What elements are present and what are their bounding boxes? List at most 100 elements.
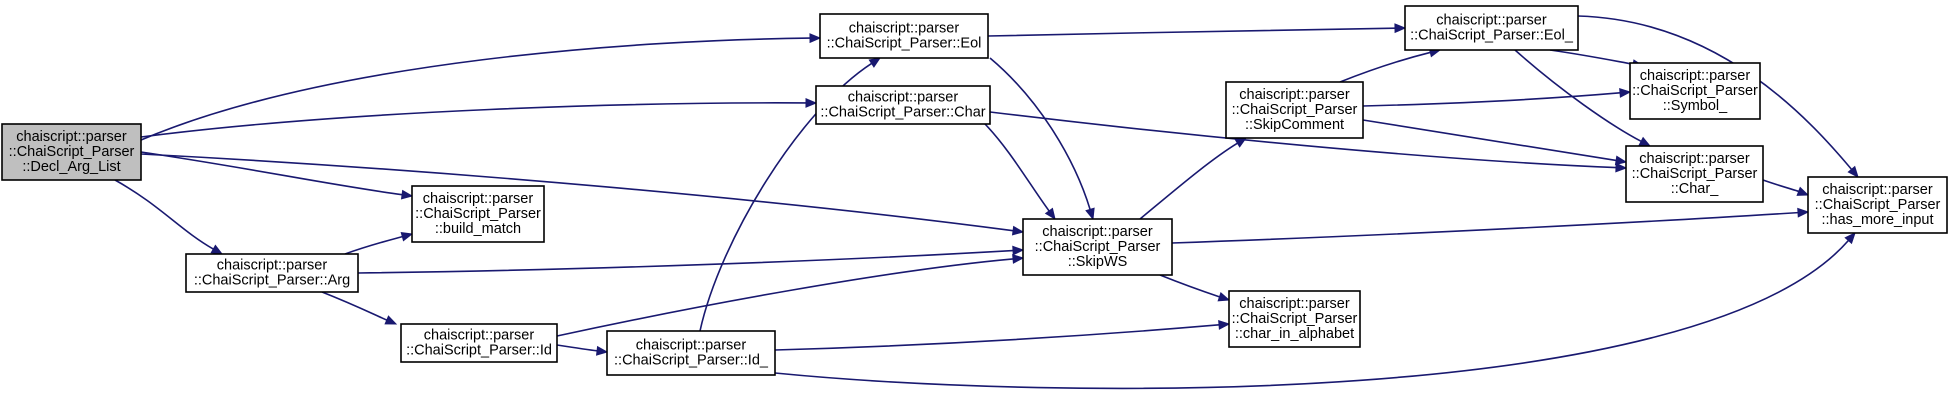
node-box (1, 123, 142, 181)
edge-line (1362, 92, 1621, 107)
edge-arrowhead (1796, 186, 1810, 196)
edge-skipws-to-skipcomment (1139, 137, 1248, 220)
edge-arrowhead (400, 231, 414, 242)
edge-skipcomment-to-eol- (1339, 47, 1442, 83)
edge-line (1549, 49, 1634, 65)
node-label-line: ::ChaiScript_Parser::Char (820, 105, 985, 121)
edge-arrowhead (1847, 165, 1859, 178)
edge-id--to-has-more-input (774, 232, 1856, 390)
node-label-line: ::ChaiScript_Parser::Eol (827, 36, 982, 52)
edge-arrowhead (1085, 207, 1095, 221)
node-label-line: ::SkipComment (1245, 117, 1344, 133)
node-symbol-[interactable]: chaiscript::parser::ChaiScript_Parser::S… (1629, 62, 1761, 120)
node-label-line: ::Symbol_ (1663, 98, 1728, 114)
node-skipcomment[interactable]: chaiscript::parser::ChaiScript_Parser::S… (1225, 81, 1364, 139)
node-label-line: chaiscript::parser (1042, 224, 1153, 240)
edges-layer (114, 15, 1859, 390)
edge-decl-arg-list-to-arg (114, 179, 224, 255)
node-box (1225, 81, 1364, 139)
node-box (606, 330, 776, 376)
edge-arrowhead (805, 97, 818, 108)
node-char[interactable]: chaiscript::parser::ChaiScript_Parser::C… (815, 85, 991, 125)
node-id-[interactable]: chaiscript::parser::ChaiScript_Parser::I… (606, 330, 776, 376)
edge-id--to-char-in-alphabet (774, 319, 1231, 351)
edge-line (1762, 179, 1799, 193)
edge-arg-to-skipws (357, 245, 1025, 274)
node-box (1404, 5, 1579, 51)
node-box (815, 85, 991, 125)
edge-arrowhead (1011, 225, 1025, 236)
edge-line (556, 344, 598, 352)
node-build-match[interactable]: chaiscript::parser::ChaiScript_Parser::b… (411, 185, 545, 243)
edge-arrowhead (1615, 162, 1628, 173)
node-label-line: ::ChaiScript_Parser::Id_ (614, 353, 769, 369)
node-label-line: chaiscript::parser (1239, 87, 1350, 103)
edge-line (556, 258, 1014, 337)
node-box (1625, 145, 1764, 203)
node-box (411, 185, 545, 243)
edge-line (321, 291, 388, 321)
edge-line (140, 151, 403, 196)
edge-arrowhead (1012, 254, 1025, 264)
edge-arg-to-build-match (344, 231, 414, 255)
edge-line (344, 235, 403, 255)
node-eol-[interactable]: chaiscript::parser::ChaiScript_Parser::E… (1404, 5, 1579, 51)
node-box (1807, 176, 1948, 234)
node-label-line: ::ChaiScript_Parser (1232, 102, 1358, 118)
node-label-line: ::ChaiScript_Parser (1632, 83, 1758, 99)
edge-decl-arg-list-to-char (140, 97, 818, 138)
node-label-line: chaiscript::parser (1822, 182, 1933, 198)
node-char-in-alphabet[interactable]: chaiscript::parser::ChaiScript_Parser::c… (1228, 290, 1361, 348)
node-label-line: ::ChaiScript_Parser (1632, 166, 1758, 182)
edge-arrowhead (595, 345, 609, 356)
edge-arrowhead (1218, 319, 1231, 330)
node-id[interactable]: chaiscript::parser::ChaiScript_Parser::I… (400, 323, 558, 363)
edge-arrowhead (1614, 155, 1628, 166)
edge-decl-arg-list-to-build-match (140, 151, 414, 200)
node-label-line: ::ChaiScript_Parser (9, 144, 135, 160)
node-char-[interactable]: chaiscript::parser::ChaiScript_Parser::C… (1625, 145, 1764, 203)
node-has-more-input[interactable]: chaiscript::parser::ChaiScript_Parser::h… (1807, 176, 1948, 234)
node-label-line: ::ChaiScript_Parser (1815, 197, 1941, 213)
edge-id-to-skipws (556, 254, 1025, 337)
node-label-line: chaiscript::parser (1639, 151, 1750, 167)
node-label-line: chaiscript::parser (1239, 296, 1350, 312)
node-label-line: ::Char_ (1671, 181, 1719, 197)
edge-decl-arg-list-to-eol (140, 33, 822, 141)
node-box (400, 323, 558, 363)
edge-line (1159, 274, 1220, 298)
node-decl-arg-list[interactable]: chaiscript::parser::ChaiScript_Parser::D… (1, 123, 142, 181)
node-box (819, 13, 989, 59)
node-eol[interactable]: chaiscript::parser::ChaiScript_Parser::E… (819, 13, 989, 59)
edge-eol-to-skipws (989, 57, 1095, 221)
node-arg[interactable]: chaiscript::parser::ChaiScript_Parser::A… (185, 253, 359, 293)
edge-char--to-has-more-input (1762, 179, 1810, 196)
edge-arrowhead (1234, 137, 1248, 148)
edge-arrowhead (1044, 207, 1056, 221)
node-box (1022, 218, 1173, 276)
node-label-line: ::ChaiScript_Parser::Id (406, 343, 552, 359)
node-label-line: chaiscript::parser (16, 129, 127, 145)
node-label-line: ::ChaiScript_Parser (415, 206, 541, 222)
edge-arrowhead (1012, 245, 1025, 256)
edge-arrowhead (809, 33, 822, 44)
node-label-line: chaiscript::parser (217, 258, 328, 274)
edge-decl-arg-list-to-skipws (140, 153, 1025, 236)
node-label-line: ::has_more_input (1821, 212, 1933, 228)
edge-line (140, 102, 807, 138)
edge-char-to-char- (989, 111, 1628, 173)
node-box (185, 253, 359, 293)
node-label-line: chaiscript::parser (1436, 13, 1547, 29)
node-label-line: chaiscript::parser (636, 338, 747, 354)
edge-line (1339, 51, 1431, 83)
node-label-line: ::ChaiScript_Parser::Eol_ (1410, 28, 1574, 44)
node-label-line: chaiscript::parser (849, 21, 960, 37)
edge-skipws-to-has-more-input (1171, 207, 1810, 244)
edge-line (1514, 49, 1642, 143)
edge-arrowhead (1394, 23, 1407, 34)
node-label-line: ::char_in_alphabet (1235, 326, 1354, 342)
node-skipws[interactable]: chaiscript::parser::ChaiScript_Parser::S… (1022, 218, 1173, 276)
edge-line (1139, 142, 1238, 220)
edge-arrowhead (1844, 232, 1856, 245)
edge-arrowhead (868, 57, 882, 68)
